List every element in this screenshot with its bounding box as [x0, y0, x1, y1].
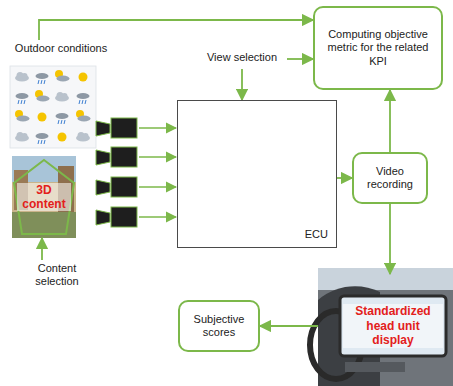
- flow-arrow: [39, 20, 313, 40]
- flow-arrow: [287, 58, 313, 60]
- box-label: Video recording: [360, 165, 420, 191]
- flow-arrow: [389, 90, 391, 152]
- flow-arrow: [337, 177, 352, 179]
- content-selection: Content selection: [20, 262, 94, 291]
- box-label: Subjective scores: [186, 313, 252, 339]
- display-picture: Standardized head unit display: [340, 296, 446, 356]
- process-box: Computing objective metric for the relat…: [313, 6, 443, 90]
- box-label: Computing objective metric for the relat…: [321, 28, 435, 68]
- content-picture: 3D content: [12, 156, 76, 238]
- flow-arrow: [260, 325, 318, 327]
- picture-label: Standardized head unit display: [343, 304, 443, 347]
- picture-label: 3D content: [17, 183, 71, 212]
- box-label: ECU: [305, 228, 328, 241]
- input-label: View selection: [207, 51, 277, 64]
- view-selection: View selection: [200, 51, 284, 67]
- flow-arrow: [389, 204, 391, 274]
- process-box: Video recording: [352, 152, 428, 204]
- input-label: Content selection: [27, 262, 87, 288]
- flow-arrow: [41, 238, 43, 260]
- input-label: Outdoor conditions: [15, 42, 107, 55]
- ecu-box: ECU: [177, 100, 337, 248]
- weather-input: Outdoor conditions: [6, 42, 116, 62]
- output-box: Subjective scores: [178, 300, 260, 352]
- flow-arrow: [241, 69, 243, 100]
